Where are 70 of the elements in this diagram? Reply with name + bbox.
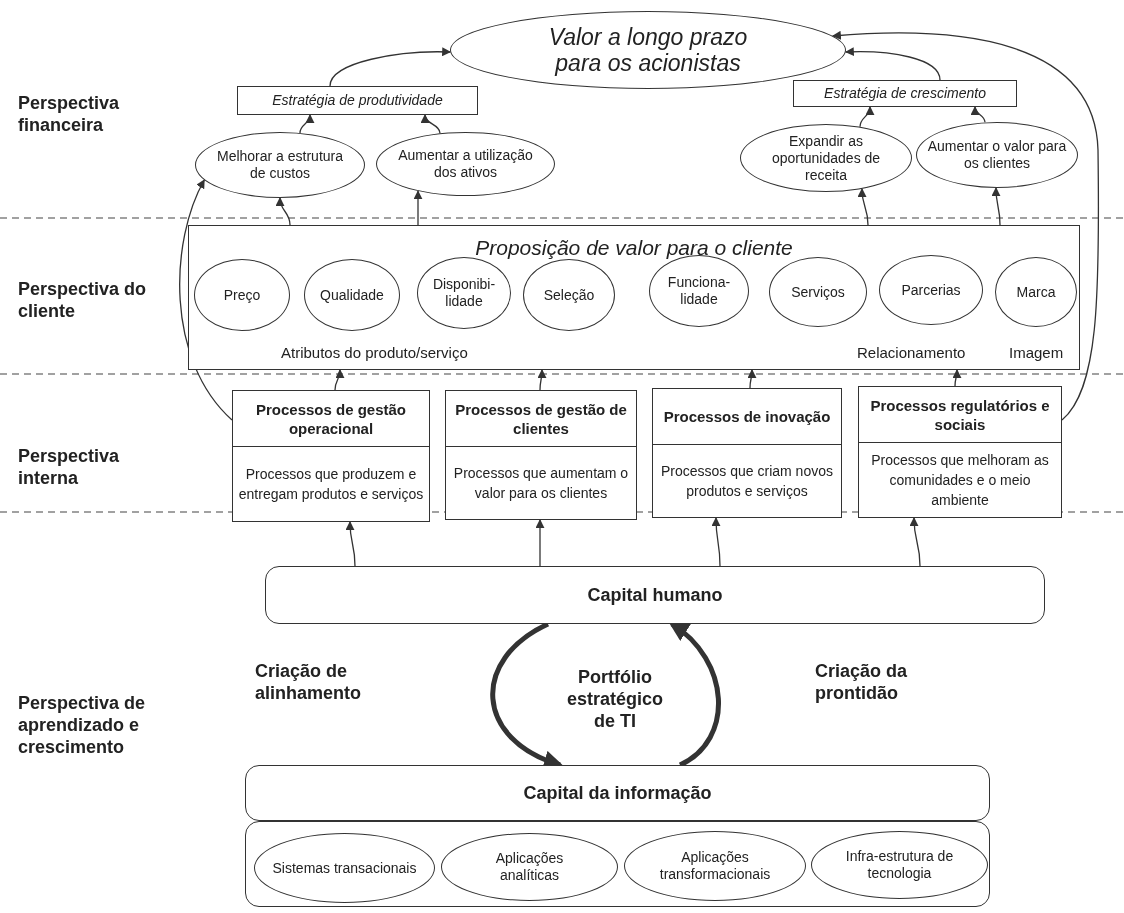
node-label: Aplicações analíticas [494,850,565,884]
node-label: Aumentar a utilização dos ativos [397,147,534,181]
node-label: Estratégia de produtividade [272,92,443,109]
arrow [179,179,233,421]
arrow [329,47,452,87]
arrow [952,369,962,387]
arrow [711,517,721,567]
process-description: Processos que aumentam o valor para os clientes [452,464,630,503]
perspective-label: Perspectiva do cliente [18,278,148,322]
process-description: Processos que melhoram as comunidades e o meio ambiente [870,451,1050,510]
node-label: Aplicações transformacionais [658,849,772,883]
arrow [831,30,1100,421]
node-label: Marca [1016,283,1056,301]
perspective-label: Perspectiva de aprendizado e crescimento [18,692,147,758]
node-label: Expandir as oportunidades de receita [770,132,882,184]
capital-bar [245,765,990,821]
node-label: Serviços [791,283,845,301]
arrow [844,47,941,81]
arrow [857,188,869,226]
arrow [535,519,545,567]
perspective-label: Perspectiva financeira [18,92,121,136]
arrow [537,369,547,391]
group-label: Atributos do produto/serviço [281,343,468,363]
process-title: Processos de gestão de clientes [446,391,636,447]
node-label: Melhorar a estrutura de custos [215,148,345,182]
node-label: Disponibi- lidade [431,276,497,310]
arrow [859,106,874,128]
strategy-box [793,80,1017,107]
node-label: Aumentar o valor para os clientes [926,138,1068,172]
arrow [991,187,1001,226]
node-label: Estratégia de crescimento [824,85,986,102]
arrow [971,106,986,123]
arrow [299,114,314,134]
node-label: Preço [223,286,261,304]
process-description: Processos que criam novos produtos e serviços [660,462,834,501]
node-label: Sistemas transacionais [271,859,418,877]
process-title: Processos de inovação [653,389,841,445]
group-label: Imagem [1009,343,1064,363]
arrow [909,517,921,567]
arrow [747,369,757,389]
process-title: Processos regulatórios e sociais [859,387,1061,443]
node-label: Funciona- lidade [666,274,732,308]
process-box [652,388,842,518]
arrow [334,369,345,391]
arrow [345,521,356,567]
node-label: Valor a longo prazo para os acionistas [547,24,749,76]
node-label: Seleção [543,286,595,304]
perspective-label: Portfólio estratégico de TI [565,666,664,732]
node-label: Qualidade [320,286,384,304]
process-box [445,390,637,520]
group-label: Relacionamento [857,343,966,363]
process-description: Processos que produzem e entregam produtos e serviços [237,465,425,504]
arrow [413,190,423,226]
node-label: Capital humano [587,586,723,604]
arrow [421,114,441,134]
panel-title: Proposição de valor para o cliente [474,235,794,261]
arrow [276,197,291,226]
systems-container [245,821,990,907]
strategy-box [237,86,478,115]
process-box [232,390,430,522]
perspective-label: Criação da prontidão [815,660,909,704]
process-box [858,386,1062,518]
capital-bar [265,566,1045,624]
perspective-label: Criação de alinhamento [255,660,362,704]
value-proposition-panel [188,225,1080,370]
node-label: Capital da informação [523,784,712,802]
node-label: Parcerias [901,281,961,299]
perspective-label: Perspectiva interna [18,445,121,489]
node-label: Infra-estrutura de tecnologia [844,848,955,882]
process-title: Processos de gestão operacional [233,391,429,447]
